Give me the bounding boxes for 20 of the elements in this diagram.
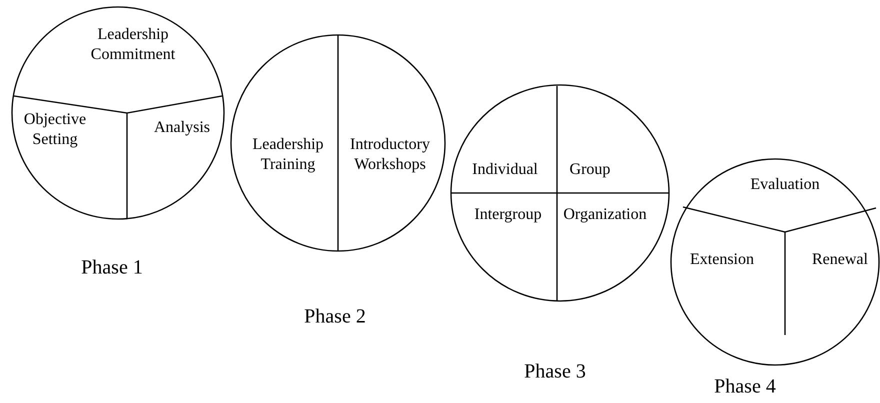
- segment-label: Group: [568, 160, 612, 180]
- segment-label: Leadership Training: [251, 135, 325, 175]
- segment-label: Evaluation: [749, 175, 821, 195]
- segment-label: Leadership Commitment: [90, 25, 176, 65]
- segment-label: Analysis: [153, 118, 211, 138]
- phase-caption: Phase 4: [714, 376, 776, 398]
- divided-circle: [11, 6, 225, 220]
- segment-label: Renewal: [811, 250, 869, 270]
- segment-label: Intergroup: [473, 205, 543, 225]
- segment-label: Introductory Workshops: [349, 135, 431, 175]
- segment-label: Individual: [471, 160, 539, 180]
- segment-label: Extension: [689, 250, 755, 270]
- divided-circle: [230, 34, 446, 252]
- phase-caption: Phase 2: [304, 306, 366, 328]
- segment-label: Organization: [562, 205, 648, 225]
- segment-label: Objective Setting: [22, 110, 88, 150]
- phase-caption: Phase 3: [524, 360, 586, 384]
- phase-caption: Phase 1: [81, 256, 143, 280]
- divided-circle: [450, 84, 670, 302]
- divided-circle: [670, 158, 880, 366]
